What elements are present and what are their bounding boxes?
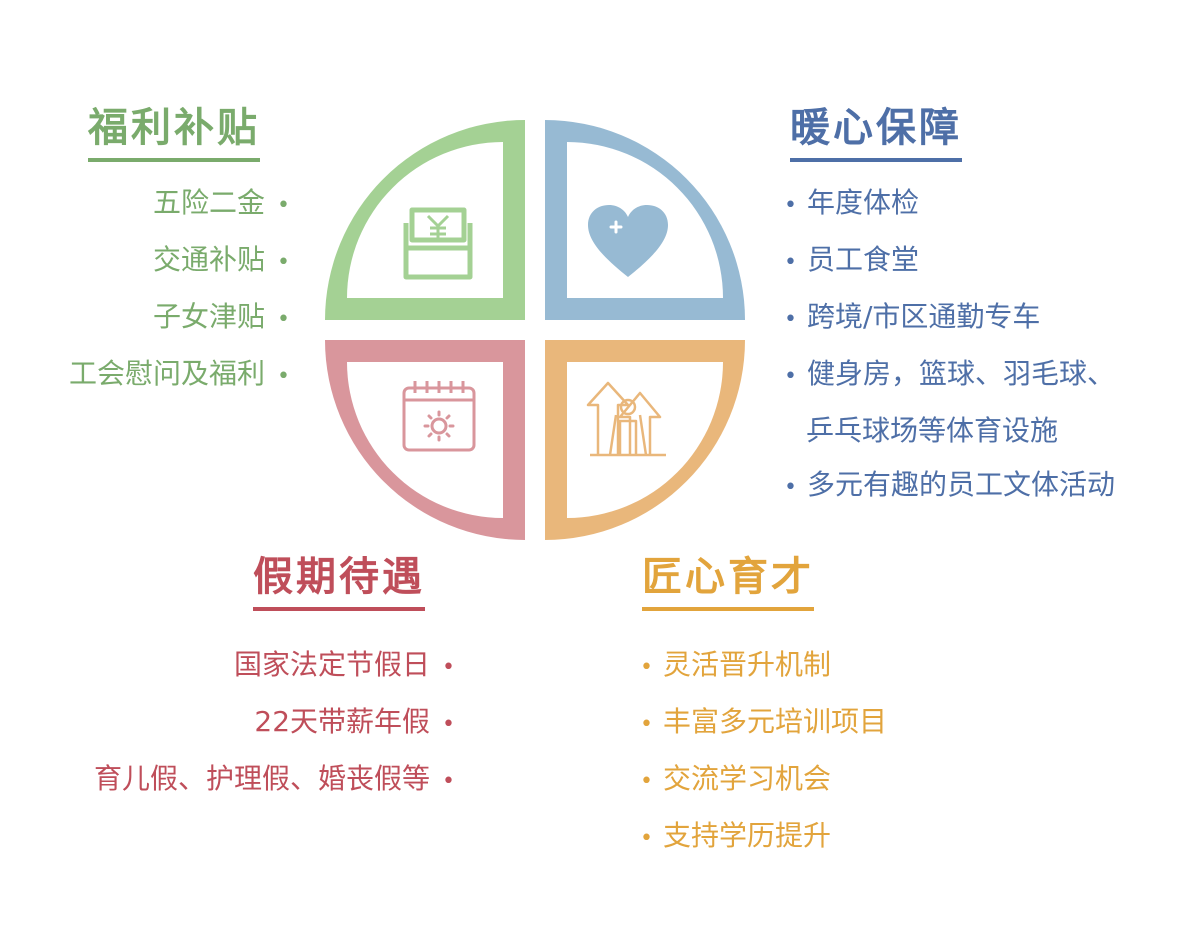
care-title: 暖心保障 (790, 104, 962, 162)
list-item: 工会慰问及福利• (69, 357, 290, 390)
welfare-quadrant (325, 120, 525, 320)
talent-title: 匠心育才 (642, 553, 814, 611)
list-item: •年度体检 (784, 186, 919, 219)
list-item: 22天带薪年假• (254, 705, 455, 738)
care-list: •年度体检 •员工食堂 •跨境/市区通勤专车 •健身房，篮球、羽毛球、 乒乓球场… (784, 176, 1115, 515)
list-item: 国家法定节假日• (234, 648, 455, 681)
list-item: 五险二金• (153, 186, 290, 219)
holiday-quadrant (325, 340, 525, 540)
holiday-title: 假期待遇 (253, 553, 425, 611)
list-item: 交通补贴• (153, 243, 290, 276)
list-item: 育儿假、护理假、婚丧假等• (94, 762, 455, 795)
list-item: •灵活晋升机制 (640, 648, 831, 681)
list-item: 乒乓球场等体育设施 (806, 414, 1059, 447)
talent-quadrant (545, 340, 745, 540)
list-item: 子女津贴• (153, 300, 290, 333)
talent-list: •灵活晋升机制 •丰富多元培训项目 •交流学习机会 •支持学历提升 (640, 638, 887, 866)
wallet-yen-icon (403, 207, 473, 280)
list-item: •跨境/市区通勤专车 (784, 300, 1041, 333)
benefits-pie-diagram (325, 120, 745, 540)
calendar-sun-icon (402, 381, 476, 452)
list-item: •员工食堂 (784, 243, 919, 276)
list-item: •支持学历提升 (640, 819, 831, 852)
care-quadrant (545, 120, 745, 320)
holiday-list: 国家法定节假日• 22天带薪年假• 育儿假、护理假、婚丧假等• (94, 638, 455, 809)
welfare-list: 五险二金• 交通补贴• 子女津贴• 工会慰问及福利• (69, 176, 290, 404)
heart-plus-icon (588, 205, 668, 277)
list-item: •丰富多元培训项目 (640, 705, 887, 738)
list-item: •多元有趣的员工文体活动 (784, 468, 1115, 501)
person-growth-arrows-icon (586, 381, 666, 457)
list-item: •交流学习机会 (640, 762, 831, 795)
welfare-title: 福利补贴 (88, 104, 260, 162)
list-item: •健身房，篮球、羽毛球、 (784, 357, 1115, 390)
